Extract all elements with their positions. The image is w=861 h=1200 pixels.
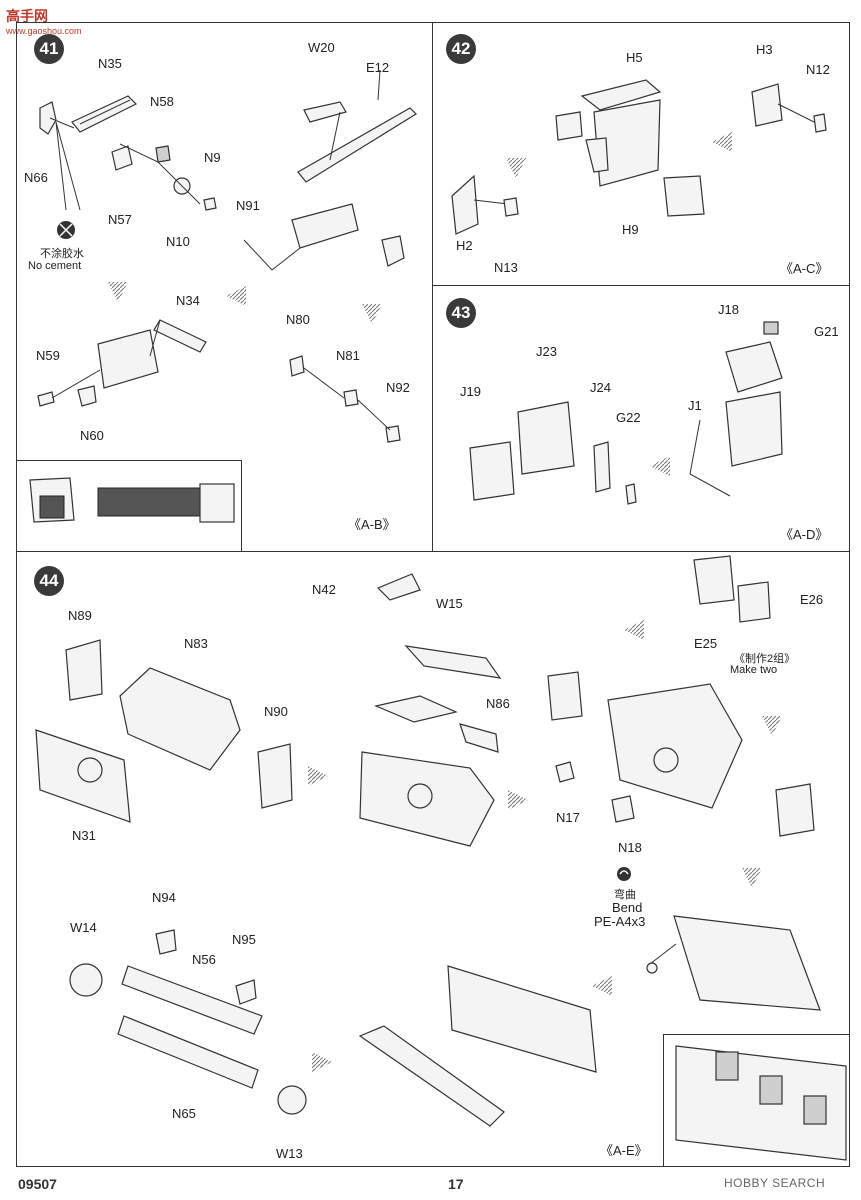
no-cement-note-cn: 不涂胶水: [40, 248, 84, 260]
part-label-n95: N95: [232, 932, 256, 947]
part-label-n65: N65: [172, 1106, 196, 1121]
part-label-n90: N90: [264, 704, 288, 719]
part-label-w15: W15: [436, 596, 463, 611]
part-label-n18: N18: [618, 840, 642, 855]
step-43-badge: 43: [446, 298, 476, 328]
part-label-n58: N58: [150, 94, 174, 109]
make-two-note-en: Make two: [730, 664, 778, 676]
part-label-w14: W14: [70, 920, 97, 935]
detail-tag-a-e: 《A-E》: [600, 1143, 648, 1158]
part-label-h5: H5: [626, 50, 643, 65]
pe-part-label: PE-A4x3: [594, 914, 646, 929]
part-label-n80: N80: [286, 312, 310, 327]
step-44-badge: 44: [34, 566, 64, 596]
part-label-n81: N81: [336, 348, 360, 363]
part-label-h3: H3: [756, 42, 773, 57]
part-label-w13: W13: [276, 1146, 303, 1161]
part-label-w20: W20: [308, 40, 335, 55]
step-43-drawings: [469, 321, 783, 505]
detail-tag-a-c: 《A-C》: [780, 261, 829, 276]
part-label-n12: N12: [806, 62, 830, 77]
part-label-n83: N83: [184, 636, 208, 651]
part-label-n57: N57: [108, 212, 132, 227]
make-two-note-cn: 《制作2组》: [734, 653, 796, 665]
part-label-n31: N31: [72, 828, 96, 843]
part-label-h2: H2: [456, 238, 473, 253]
part-label-g22: G22: [616, 410, 641, 425]
part-label-g21: G21: [814, 324, 839, 339]
step-44-panel: [16, 551, 850, 1167]
part-label-n59: N59: [36, 348, 60, 363]
part-label-n17: N17: [556, 810, 580, 825]
detail-tag-a-d: 《A-D》: [780, 527, 829, 542]
part-label-j19: J19: [460, 384, 481, 399]
part-label-n34: N34: [176, 293, 200, 308]
part-label-n94: N94: [152, 890, 176, 905]
part-label-j18: J18: [718, 302, 739, 317]
part-label-e25: E25: [694, 636, 718, 651]
detail-tag-a-b: 《A-B》: [348, 517, 396, 532]
part-label-n35: N35: [98, 56, 122, 71]
part-label-n60: N60: [80, 428, 104, 443]
part-label-n91: N91: [236, 198, 260, 213]
part-label-n42: N42: [312, 582, 336, 597]
kit-number: 09507: [18, 1176, 57, 1192]
step-44-drawings: [35, 555, 847, 1161]
part-label-n9: N9: [204, 150, 221, 165]
site-logo: 高手网: [6, 8, 48, 24]
step-42-drawings: [451, 79, 827, 235]
part-label-e26: E26: [800, 592, 824, 607]
part-label-j1: J1: [688, 398, 702, 413]
step-41-badge: 41: [34, 34, 64, 64]
detail-a-e-inset: [663, 1034, 850, 1167]
no-cement-note-en: No cement: [28, 260, 82, 272]
part-label-n86: N86: [486, 696, 510, 711]
page-number: 17: [448, 1176, 464, 1192]
part-label-j24: J24: [590, 380, 611, 395]
bend-note-en: Bend: [612, 900, 643, 915]
step-41-drawings: [29, 69, 417, 523]
part-label-e12: E12: [366, 60, 390, 75]
part-label-h9: H9: [622, 222, 639, 237]
site-url: www.gaoshou.com: [6, 26, 82, 36]
part-label-n66: N66: [24, 170, 48, 185]
step-42-badge: 42: [446, 34, 476, 64]
watermark: HOBBY SEARCH: [724, 1176, 826, 1190]
part-label-n92: N92: [386, 380, 410, 395]
bend-note-cn: 弯曲: [614, 889, 636, 901]
part-label-n89: N89: [68, 608, 92, 623]
part-label-n56: N56: [192, 952, 216, 967]
part-label-j23: J23: [536, 344, 557, 359]
part-label-n10: N10: [166, 234, 190, 249]
part-label-n13: N13: [494, 260, 518, 275]
